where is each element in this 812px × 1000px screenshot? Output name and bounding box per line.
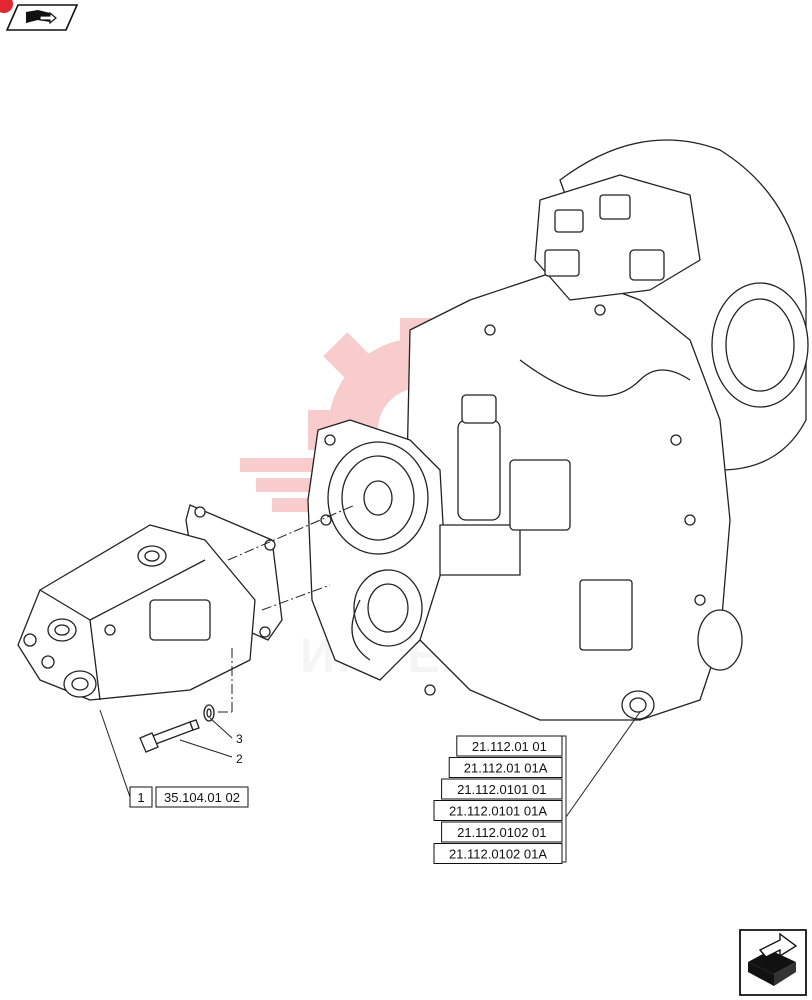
pump-ref-box — [155, 786, 249, 808]
transmission-ref-item[interactable]: 21.112.01 01A — [448, 757, 563, 778]
transmission-reference-list: 21.112.01 01 21.112.01 01A 21.112.0101 01 2… — [433, 735, 563, 864]
transmission-ref-box — [433, 800, 563, 821]
item-number-box — [129, 786, 153, 808]
pump-reference-callout[interactable]: 1 35.104.01 02 — [129, 786, 249, 808]
transmission-ref-item[interactable]: 21.112.0101 01A — [433, 800, 563, 821]
assembly-lines — [218, 504, 356, 713]
callout-3: 3 — [236, 732, 243, 746]
transmission-ref-box — [441, 821, 563, 843]
header-nav-tab[interactable] — [0, 0, 79, 31]
transmission-ref-label[interactable]: 21.112.0101 01 — [457, 782, 546, 797]
transmission-ref-item[interactable]: 21.112.0101 01 — [441, 778, 563, 800]
transmission-ref-box — [448, 757, 563, 778]
transmission-ref-item[interactable]: 21.112.01 01 — [456, 735, 563, 757]
callout-2: 2 — [236, 752, 243, 766]
next-page-button[interactable] — [739, 929, 807, 996]
transmission-ref-box — [433, 843, 563, 864]
transmission-ref-label[interactable]: 21.112.0102 01 — [457, 825, 546, 840]
pump-ref-label[interactable]: 35.104.01 02 — [164, 790, 240, 805]
next-page-arrow-icon — [748, 932, 798, 986]
book-arrow-icon — [26, 10, 57, 25]
hydraulic-pump — [17, 504, 283, 701]
transmission-ref-label[interactable]: 21.112.01 01 — [472, 739, 547, 754]
corner-badge — [0, 0, 13, 13]
item-number: 1 — [137, 790, 144, 805]
transmission-assembly — [307, 139, 809, 721]
transmission-ref-box — [441, 778, 563, 800]
transmission-ref-item[interactable]: 21.112.0102 01 — [441, 821, 563, 843]
transmission-ref-box — [456, 735, 563, 757]
transmission-ref-label[interactable]: 21.112.0101 01A — [449, 804, 547, 819]
transmission-ref-label[interactable]: 21.112.0102 01A — [449, 847, 547, 862]
transmission-ref-label[interactable]: 21.112.01 01A — [464, 761, 548, 776]
washer-part — [203, 704, 215, 722]
bolt-part — [139, 719, 200, 753]
transmission-ref-item[interactable]: 21.112.0102 01A — [433, 843, 563, 864]
